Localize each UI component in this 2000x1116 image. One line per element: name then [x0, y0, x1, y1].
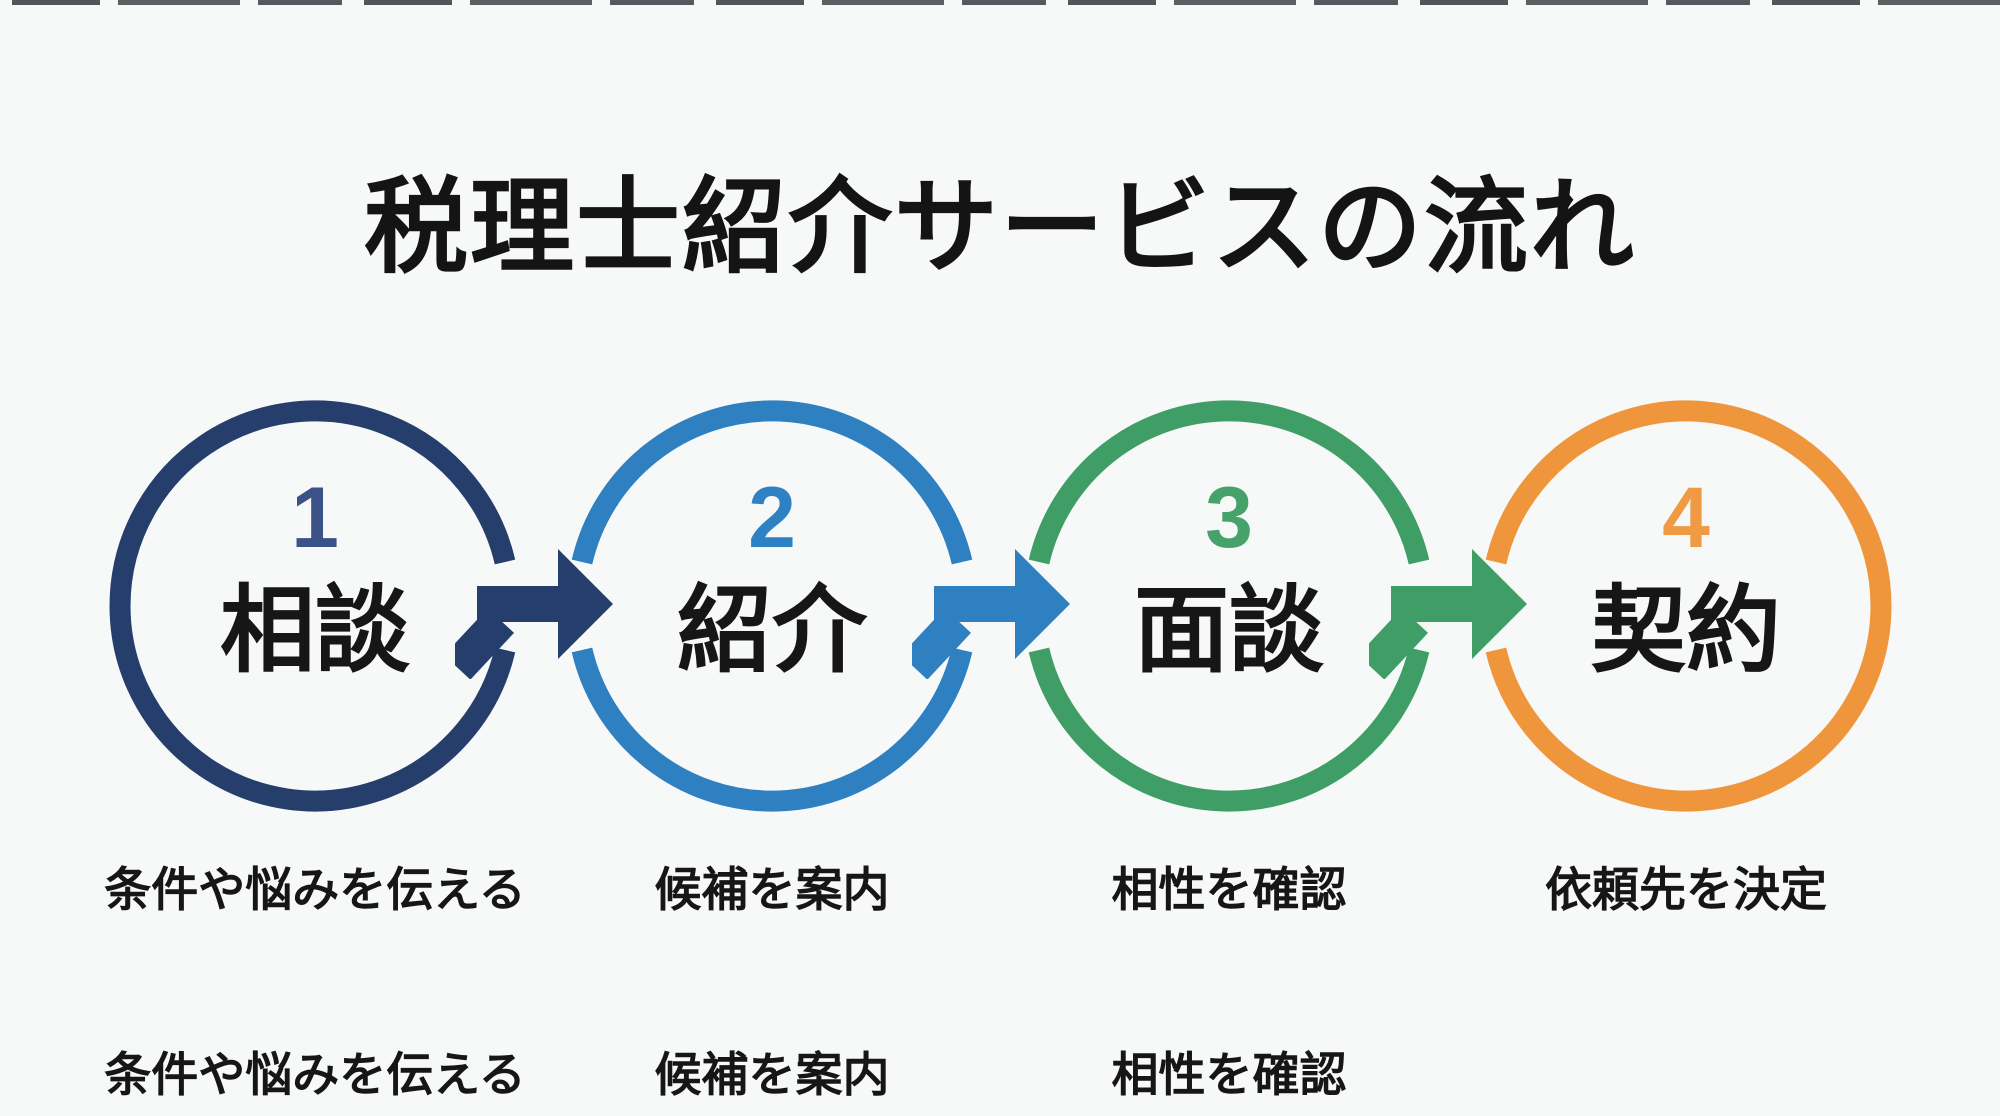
step-3-caption: 相性を確認 [1111, 863, 1347, 916]
step-3-ring-bottom [1028, 647, 1430, 812]
step-2-name: 紹介 [677, 578, 868, 684]
step-4-ring [1485, 400, 1892, 812]
step-1-number: 1 [291, 470, 339, 566]
step-3-ring-top [1028, 400, 1430, 565]
footnote-2: 候補を案内 [654, 1048, 890, 1101]
step-3-circle: 3 面談 [1028, 400, 1430, 812]
arrow-1-icon [455, 549, 613, 679]
step-1-caption: 条件や悩みを伝える [104, 863, 526, 916]
footnote-3: 相性を確認 [1111, 1048, 1347, 1101]
step-3-name: 面談 [1134, 578, 1324, 684]
step-1-circle: 1 相談 [109, 400, 516, 812]
step-4-circle: 4 契約 [1485, 400, 1892, 812]
step-1-name: 相談 [220, 578, 410, 684]
footnote-1: 条件や悩みを伝える [104, 1048, 526, 1101]
step-4-caption: 依頼先を決定 [1545, 863, 1827, 916]
step-2-number: 2 [748, 470, 796, 566]
step-4-number: 4 [1662, 470, 1710, 566]
scan-artifact-top [12, 0, 2000, 5]
arrow-3-icon [1369, 549, 1527, 679]
step-4-name: 契約 [1591, 578, 1781, 684]
step-2-circle: 2 紹介 [571, 400, 973, 812]
page-title: 税理士紹介サービスの流れ [363, 170, 1636, 286]
step-3-number: 3 [1205, 470, 1253, 566]
step-2-caption: 候補を案内 [654, 863, 890, 916]
step-2-ring-bottom [571, 647, 973, 812]
step-1-ring [109, 400, 516, 812]
arrow-2-icon [912, 549, 1070, 679]
step-2-ring-top [571, 400, 973, 565]
